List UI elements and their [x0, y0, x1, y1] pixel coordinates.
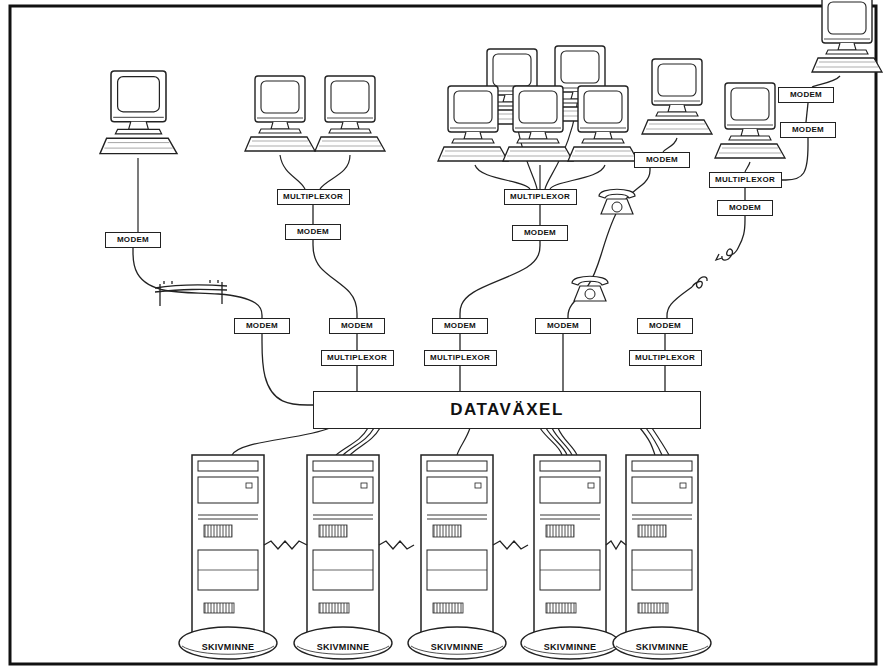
- connector-line: [744, 188, 745, 200]
- connector-line: [133, 248, 262, 318]
- node-label: SKIVMINNE: [431, 633, 484, 653]
- node-label: MODEM: [444, 322, 476, 331]
- multiplexor-box: MULTIPLEXOR: [504, 189, 577, 205]
- modem-box: MODEM: [512, 225, 568, 241]
- connector-line: [664, 366, 665, 391]
- connector-line: [356, 366, 357, 391]
- node-label: MULTIPLEXOR: [283, 193, 343, 202]
- modem-box: MODEM: [637, 318, 693, 334]
- connector-line: [667, 216, 745, 318]
- computer-cabinet: [307, 455, 379, 640]
- node-label: MULTIPLEXOR: [635, 354, 695, 363]
- picture-frame: [10, 6, 876, 664]
- connector-line: [664, 334, 665, 350]
- multiplexor-box: MULTIPLEXOR: [277, 189, 350, 205]
- terminal-wires: [138, 76, 840, 232]
- disk-storage: SKIVMINNE: [407, 626, 507, 660]
- multiplexor-box: MULTIPLEXOR: [424, 350, 497, 366]
- node-label: MODEM: [790, 91, 822, 100]
- node-label: SKIVMINNE: [202, 633, 255, 653]
- terminal: [715, 83, 785, 158]
- switch-to-server-wires: [232, 428, 669, 455]
- multiplexor-box: MULTIPLEXOR: [629, 350, 702, 366]
- node-label: MODEM: [117, 236, 149, 245]
- node-label: SKIVMINNE: [636, 633, 689, 653]
- computer-cabinet: [421, 455, 493, 640]
- computer-cabinet: [534, 455, 606, 640]
- terminal: [315, 76, 385, 151]
- computer-cabinet: [192, 455, 264, 640]
- disk-storage: SKIVMINNE: [612, 626, 712, 660]
- connector-line: [313, 240, 357, 318]
- multiplexor-box: MULTIPLEXOR: [709, 172, 782, 188]
- data-switch: DATAVÄXEL: [313, 391, 701, 429]
- modem-box: MODEM: [780, 122, 836, 138]
- node-label: MULTIPLEXOR: [327, 354, 387, 363]
- node-label: SKIVMINNE: [544, 633, 597, 653]
- modem-box: MODEM: [535, 318, 591, 334]
- modem-box: MODEM: [717, 200, 773, 216]
- connector-line: [262, 334, 313, 405]
- modem-box: MODEM: [634, 152, 690, 168]
- disk-storage: SKIVMINNE: [293, 626, 393, 660]
- modem-box: MODEM: [105, 232, 161, 248]
- modem-box: MODEM: [285, 224, 341, 240]
- terminal: [503, 86, 573, 161]
- node-label: MODEM: [646, 156, 678, 165]
- terminal: [438, 86, 508, 161]
- multiplexor-box: MULTIPLEXOR: [321, 350, 394, 366]
- computer-cabinet: [626, 455, 698, 640]
- node-label: MODEM: [649, 322, 681, 331]
- terminal: [245, 76, 315, 151]
- disk-storage: SKIVMINNE: [520, 626, 620, 660]
- terminal: [642, 59, 712, 134]
- connector-line: [460, 241, 540, 318]
- node-label: MULTIPLEXOR: [510, 193, 570, 202]
- connector-line: [356, 334, 357, 350]
- node-label: MODEM: [246, 322, 278, 331]
- connector-line: [459, 366, 460, 391]
- node-label: MODEM: [524, 229, 556, 238]
- connector-line: [782, 138, 809, 180]
- modem-box: MODEM: [329, 318, 385, 334]
- connector-line: [806, 103, 808, 122]
- node-label: MODEM: [297, 228, 329, 237]
- modem-box: MODEM: [778, 87, 834, 103]
- node-label: MODEM: [792, 126, 824, 135]
- connector-line: [568, 168, 650, 318]
- telephone: [599, 189, 635, 214]
- telephone: [572, 276, 608, 301]
- disk-storage: SKIVMINNE: [178, 626, 278, 660]
- connector-line: [562, 334, 563, 391]
- node-label: MULTIPLEXOR: [430, 354, 490, 363]
- node-label: SKIVMINNE: [317, 633, 370, 653]
- terminal: [568, 86, 638, 161]
- node-label: MULTIPLEXOR: [715, 176, 775, 185]
- connector-line: [459, 334, 460, 350]
- cabinet-links: [264, 541, 626, 549]
- modem-box: MODEM: [432, 318, 488, 334]
- node-label: MODEM: [547, 322, 579, 331]
- radio-link-squiggle: [692, 249, 737, 288]
- node-label: MODEM: [729, 204, 761, 213]
- terminal: [812, 0, 882, 72]
- connector-line: [539, 205, 540, 225]
- node-label: MODEM: [341, 322, 373, 331]
- modem-box: MODEM: [234, 318, 290, 334]
- connector-line: [312, 205, 313, 224]
- terminal: [100, 71, 177, 154]
- node-label: DATAVÄXEL: [450, 401, 564, 420]
- telephone-pole: [155, 280, 227, 306]
